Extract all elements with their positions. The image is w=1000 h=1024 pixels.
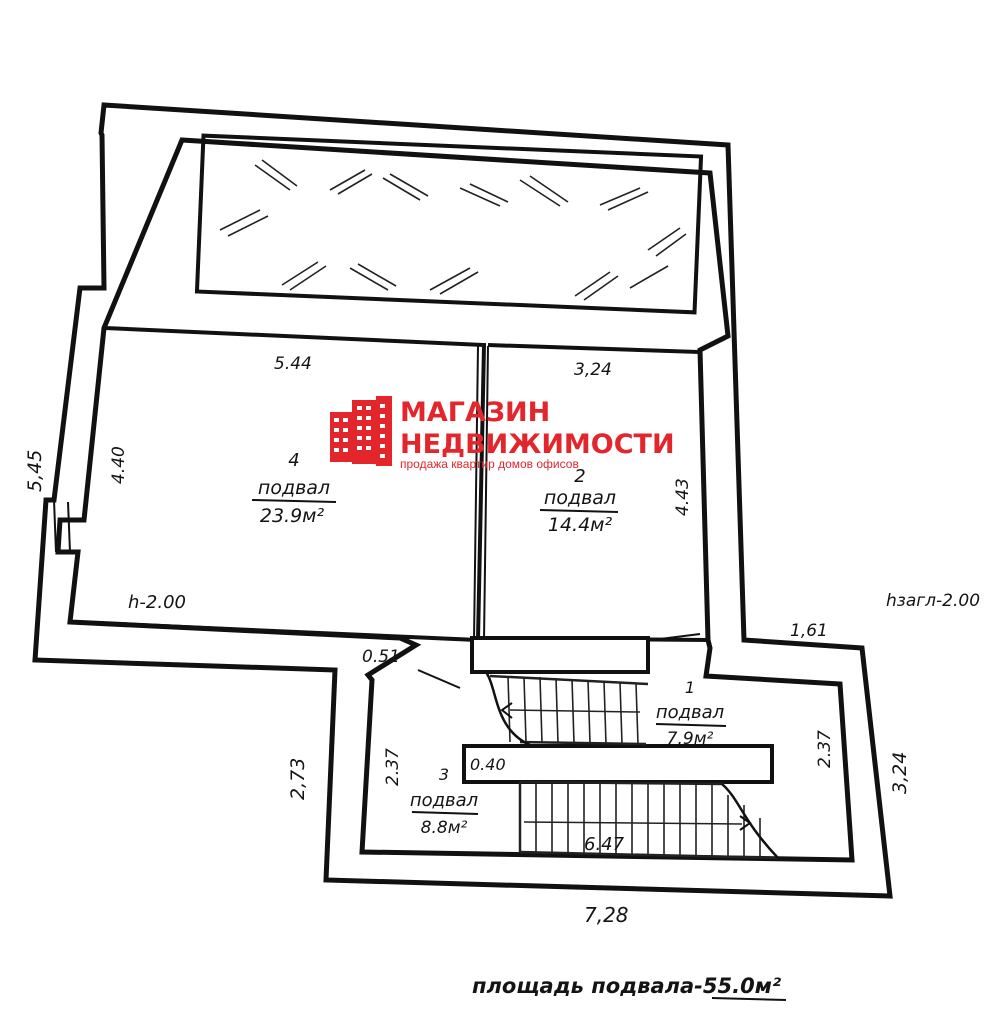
dim-step-right: 1,61 [790, 621, 828, 641]
dim-room2-width: 3,24 [574, 360, 612, 380]
dim-room3-height: 2.37 [383, 748, 403, 786]
dim-room4-width: 5.44 [274, 354, 312, 374]
window-mark [53, 499, 57, 553]
door-leader-right [651, 633, 701, 641]
upper-stairs [484, 671, 649, 748]
room-height-note: h-2.00 [128, 592, 186, 613]
total-area-caption: площадь подвала-55.0м² [472, 974, 782, 998]
room4-number: 4 [288, 450, 299, 471]
room1-name: подвал [656, 702, 724, 723]
dim-inner-bottom: 6.47 [584, 834, 625, 855]
dim-outer-bottom: 7,28 [584, 903, 629, 927]
room1-label: 1 подвал 7.9м² [656, 678, 727, 749]
dim-partition: 0.40 [470, 755, 506, 774]
room3-number: 3 [439, 765, 449, 784]
room1-area: 7.9м² [667, 729, 714, 749]
dim-lower-left-outer: 2,73 [287, 758, 309, 800]
brand-line1: МАГАЗИН [400, 397, 550, 428]
room3-area: 8.8м² [421, 818, 468, 838]
partition-line-2 [483, 345, 489, 641]
light-well [194, 133, 704, 315]
stair-partition-wall [462, 744, 774, 784]
room2-name: подвал [544, 487, 616, 509]
upper-landing [470, 636, 650, 674]
brand-line2: НЕДВИЖИМОСТИ [400, 429, 675, 460]
dim-room2-height: 4.43 [673, 478, 693, 516]
room4-label: 4 подвал 23.9м² [251, 450, 337, 527]
partition-line [473, 345, 479, 641]
height-note: hзагл-2.00 [886, 591, 980, 611]
dim-right-inner: 2.37 [815, 730, 835, 768]
total-area-underline [711, 997, 787, 1001]
dim-outer-left: 5,45 [24, 450, 46, 492]
room2-number: 2 [574, 466, 585, 487]
dim-room4-height: 4.40 [109, 446, 129, 484]
light-well-hatching [219, 159, 687, 301]
room2-label: 2 подвал 14.4м² [539, 466, 619, 536]
dim-right-outer: 3,24 [889, 752, 911, 794]
room2-area: 14.4м² [548, 514, 613, 536]
brand-tagline: продажа квартир домов офисов [400, 457, 579, 471]
room1-number: 1 [685, 678, 695, 697]
dim-step-left: 0.51 [362, 647, 400, 667]
lower-stairs [518, 780, 779, 860]
room4-name: подвал [258, 477, 330, 499]
room3-label: 3 подвал 8.8м² [410, 765, 478, 838]
door-leader-left [417, 669, 461, 689]
outer-wall [32, 102, 893, 899]
room4-outline [69, 326, 487, 643]
logo-building-icon [330, 396, 392, 466]
room4-area: 23.9м² [260, 505, 325, 527]
room3-name: подвал [410, 790, 478, 811]
window-mark-2 [67, 501, 71, 553]
